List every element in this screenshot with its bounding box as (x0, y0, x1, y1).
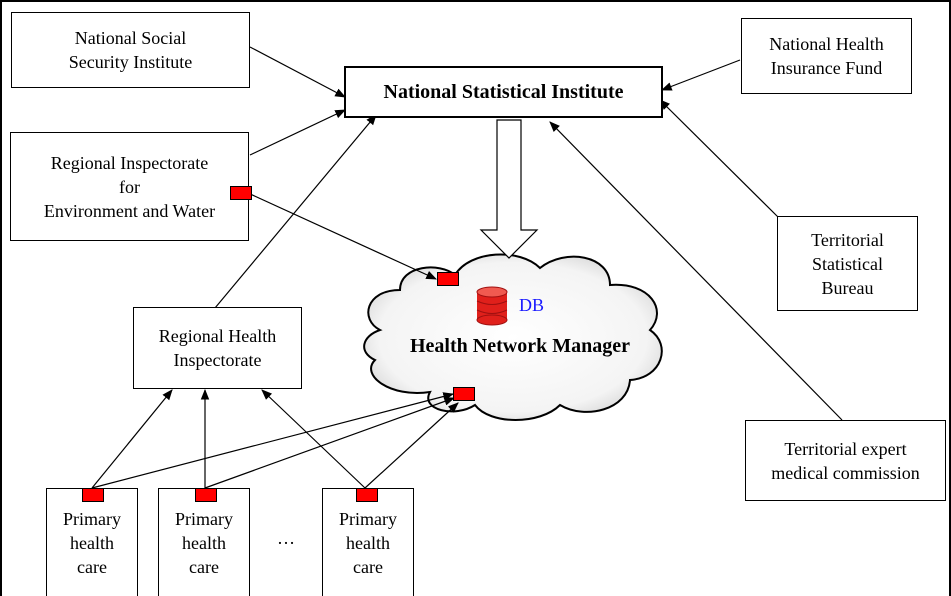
arrow-phc1-to-rhi (91, 389, 173, 489)
arrow-riew-to-nsi (249, 109, 346, 156)
arrow-phc1-to-hnm (91, 392, 455, 489)
regional-inspectorate-environment-water: Regional Inspectorate for Environment an… (10, 132, 249, 241)
connector-tag-phc2 (195, 488, 217, 502)
primary-health-care-1: Primary health care (46, 488, 138, 596)
arrow-phc3-to-hnm (364, 402, 459, 489)
arrow-tsb-to-nsi (659, 99, 779, 218)
regional-health-inspectorate: Regional Health Inspectorate (133, 307, 302, 389)
national-social-security-institute: National Social Security Institute (11, 12, 250, 88)
arrow-phc3-to-rhi (261, 389, 366, 489)
primary-health-care-2: Primary health care (158, 488, 250, 596)
arrow-phc2-to-hnm (204, 397, 456, 489)
database-icon (476, 286, 508, 326)
connector-tag-hnm-bottom (453, 387, 475, 401)
cloud-title: Health Network Manager (410, 335, 630, 357)
connector-tag-riew (230, 186, 252, 200)
arrow-riew-to-hnm (247, 192, 437, 280)
national-health-insurance-fund: National Health Insurance Fund (741, 18, 912, 94)
arrow-temc-to-nsi (549, 121, 843, 421)
national-statistical-institute: National Statistical Institute (344, 66, 663, 118)
connector-tag-phc1 (82, 488, 104, 502)
db-label: DB (519, 295, 545, 315)
ellipsis: … (277, 528, 295, 548)
arrow-rhi-to-nsi (214, 114, 377, 309)
connector-tag-hnm-top (437, 272, 459, 286)
territorial-statistical-bureau: Territorial Statistical Bureau (777, 216, 918, 311)
arrow-nhif-to-nsi (660, 59, 741, 91)
arrow-nssi-to-nsi (249, 46, 346, 98)
territorial-expert-medical-commission: Territorial expert medical commission (745, 420, 946, 501)
primary-health-care-3: Primary health care (322, 488, 414, 596)
big-arrow-nsi-to-hnm (479, 119, 539, 259)
connector-tag-phc3 (356, 488, 378, 502)
